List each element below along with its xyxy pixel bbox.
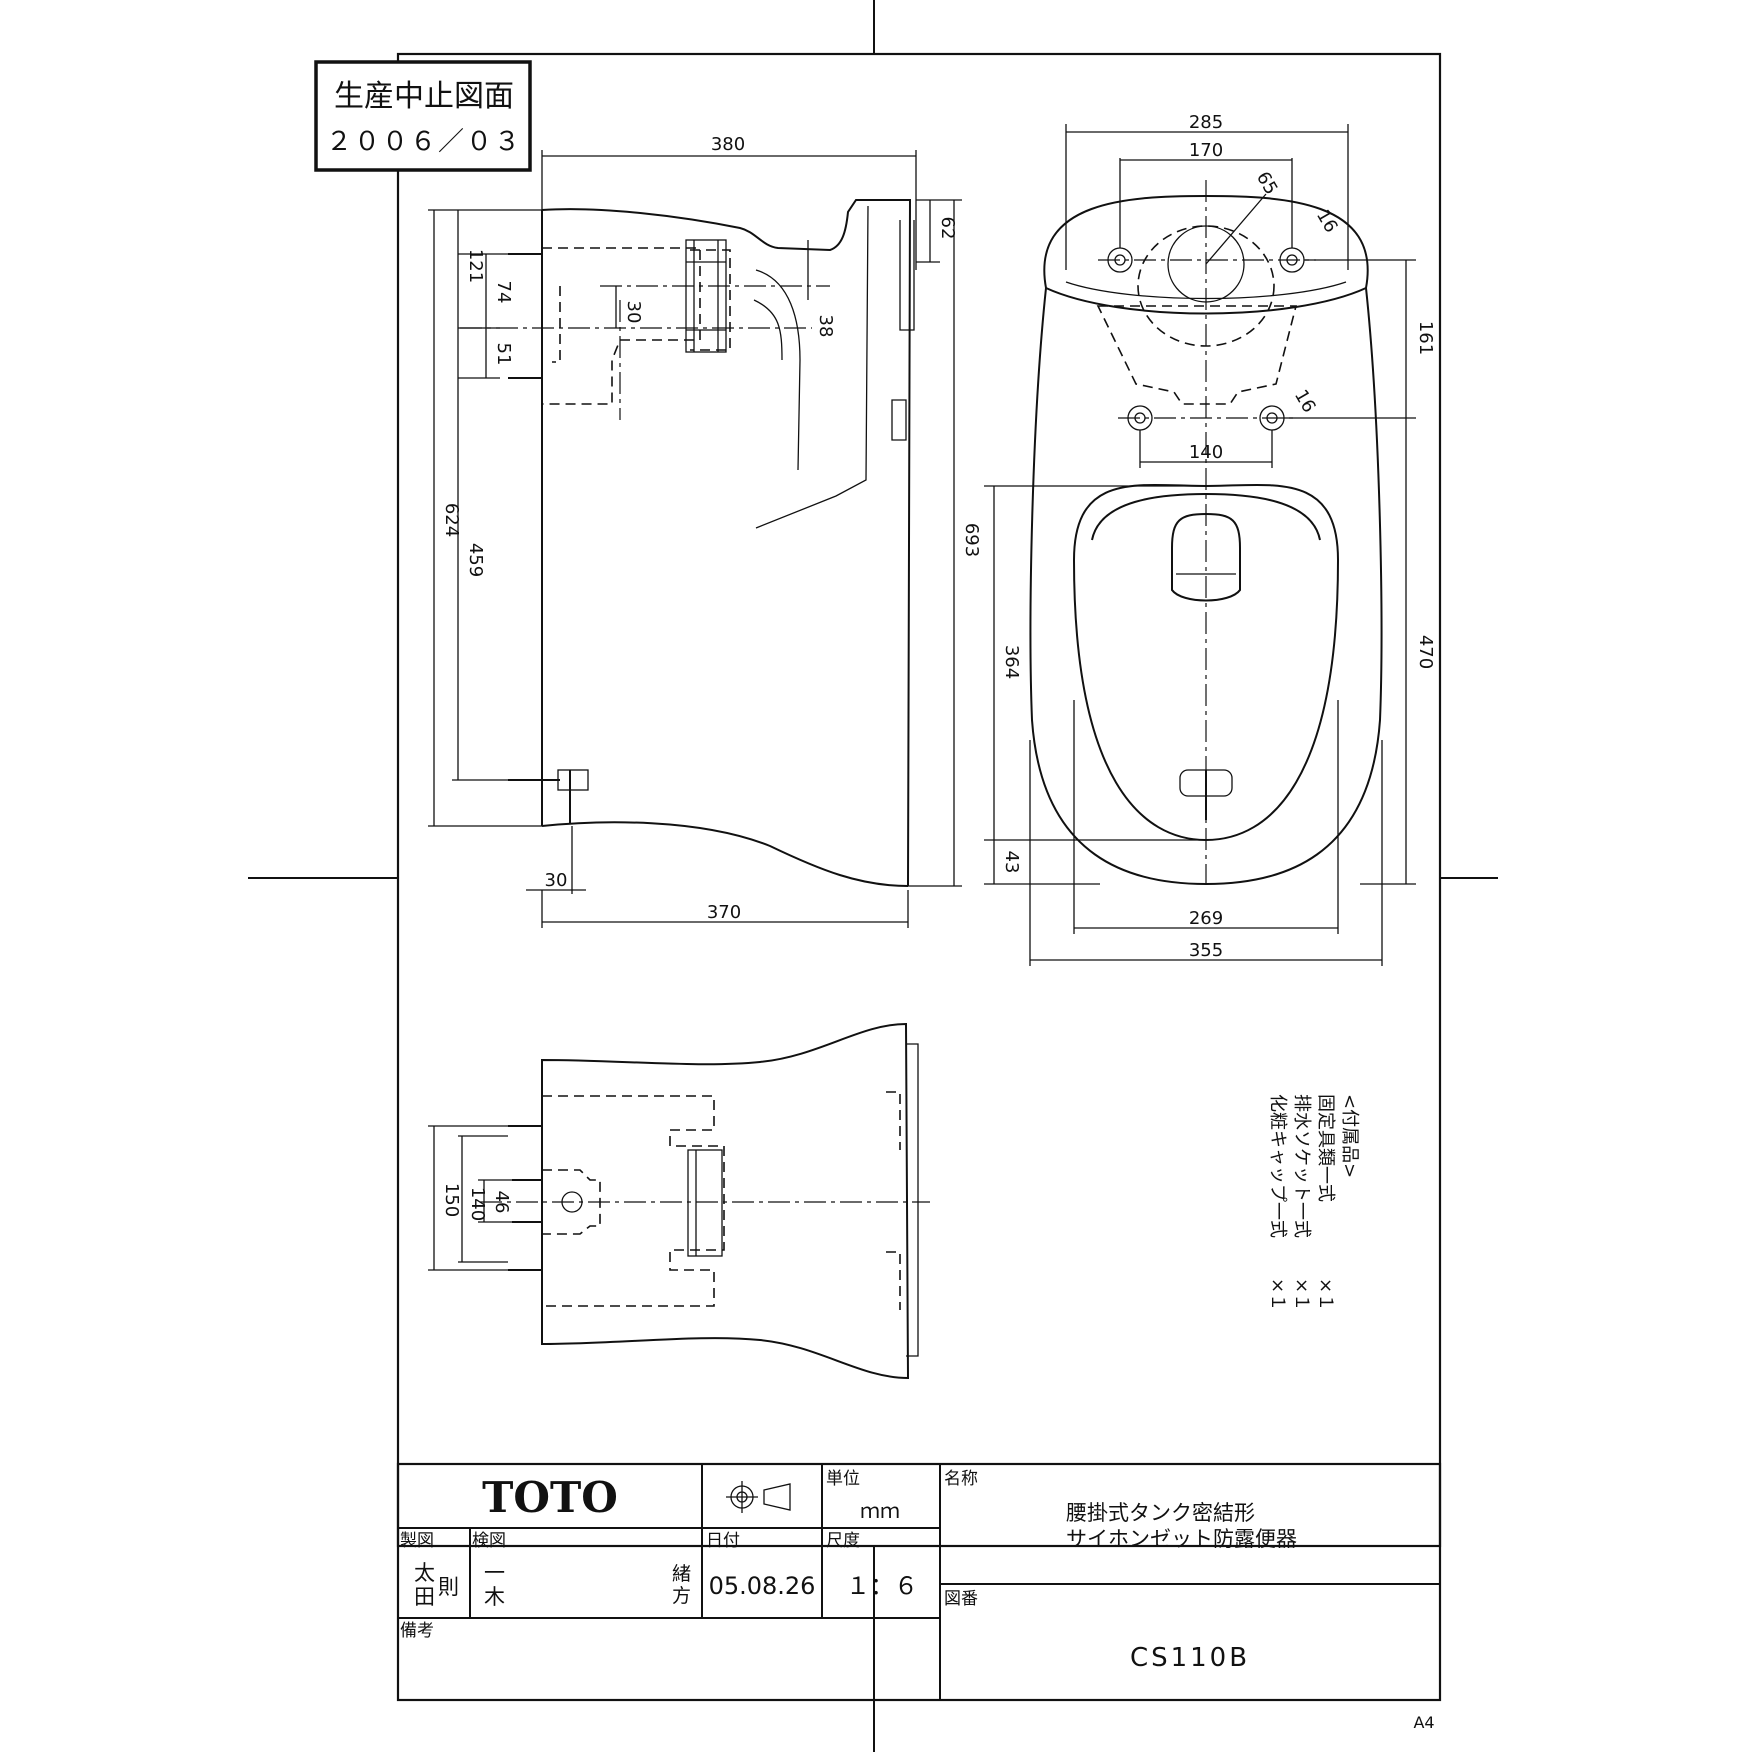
scale-label: 尺度 [826, 1531, 860, 1551]
dim-side-74: 74 [493, 281, 514, 304]
drawn-name-2: 田 [414, 1585, 435, 1609]
dim-side-38: 38 [815, 315, 836, 338]
dim-side-62: 62 [937, 217, 958, 240]
dim-side-693: 693 [961, 523, 982, 557]
dim-side-30-bottom: 30 [545, 870, 568, 891]
accessories-title: <付属品> [1339, 1094, 1360, 1178]
title-block: TOTO 単位 ｍｍ 名称 腰掛式タンク密結形 サイホンゼット防露便器 製図 太… [396, 1462, 1442, 1702]
dim-top-470: 470 [1415, 635, 1436, 669]
dim-top-65: 65 [1252, 168, 1282, 198]
checked-stamp-1: 緒 [672, 1563, 691, 1585]
dim-bottom-46: 46 [491, 1191, 512, 1214]
dim-side-121: 121 [465, 249, 486, 283]
drawing-number: CS110B [1130, 1643, 1250, 1673]
unit-value: ｍｍ [860, 1499, 900, 1523]
toto-logo: TOTO [482, 1473, 618, 1522]
accessory-item-1: 固定具類一式 [1315, 1094, 1336, 1202]
remarks-label: 備考 [400, 1621, 434, 1641]
accessory-qty-3: ×１ [1267, 1278, 1288, 1311]
dim-top-170: 170 [1189, 140, 1223, 161]
top-view: 285 170 65 16 16 161 140 364 470 43 269 … [984, 112, 1436, 966]
dim-side-459: 459 [465, 543, 486, 577]
checked-label: 検図 [472, 1531, 506, 1551]
dim-top-16b: 16 [1290, 386, 1320, 416]
drawn-stamp: 則 [438, 1575, 459, 1599]
bottom-view: 150 140 46 [428, 1022, 930, 1380]
third-angle-projection-icon [726, 1481, 791, 1513]
product-name-line-2: サイホンゼット防露便器 [1066, 1527, 1297, 1551]
drawing-number-label: 図番 [944, 1589, 978, 1609]
accessories-note: <付属品> 固定具類一式 ×１ 排水ソケット一式 ×１ 化粧キャップ一式 ×１ [1267, 1094, 1360, 1311]
paper-size: A4 [1413, 1713, 1434, 1732]
dim-top-285: 285 [1189, 112, 1223, 133]
accessory-item-2: 排水ソケット一式 [1291, 1094, 1312, 1238]
dim-bottom-140: 140 [467, 1187, 488, 1221]
dim-bottom-150: 150 [441, 1183, 462, 1217]
dim-top-364: 364 [1001, 645, 1022, 679]
dim-top-16a: 16 [1312, 206, 1342, 236]
accessory-qty-1: ×１ [1315, 1278, 1336, 1311]
accessory-item-3: 化粧キャップ一式 [1267, 1094, 1288, 1238]
checked-name-2: 木 [484, 1585, 505, 1609]
dim-side-624: 624 [441, 503, 462, 537]
checked-stamp-2: 方 [672, 1585, 691, 1607]
dim-top-355: 355 [1189, 940, 1223, 961]
dim-top-269: 269 [1189, 908, 1223, 929]
stamp-title: 生産中止図面 [334, 79, 514, 114]
accessory-qty-2: ×１ [1291, 1278, 1312, 1311]
stamp-date: ２００６／０３ [326, 127, 522, 157]
scale-value: １：６ [846, 1572, 918, 1600]
dim-top-43: 43 [1001, 851, 1022, 874]
checked-name-1: 一 [484, 1561, 505, 1585]
unit-label: 単位 [826, 1469, 860, 1489]
product-name-line-1: 腰掛式タンク密結形 [1066, 1501, 1255, 1525]
discontinued-stamp: 生産中止図面 ２００６／０３ [314, 60, 532, 172]
date-value: 05.08.26 [709, 1572, 816, 1600]
side-view: 380 62 121 74 51 30 38 624 459 693 30 37… [428, 134, 982, 928]
dim-side-51: 51 [493, 343, 514, 366]
dim-top-140: 140 [1189, 442, 1223, 463]
dim-side-top-width: 380 [711, 134, 745, 155]
dim-top-161: 161 [1415, 321, 1436, 355]
dim-side-30-upper: 30 [623, 301, 644, 324]
name-label: 名称 [944, 1469, 978, 1489]
drawn-name-1: 太 [414, 1561, 435, 1585]
drawn-label: 製図 [400, 1531, 434, 1551]
sheet-frame [248, 0, 1498, 1752]
date-label: 日付 [706, 1531, 740, 1551]
dim-side-bottom-width: 370 [707, 902, 741, 923]
